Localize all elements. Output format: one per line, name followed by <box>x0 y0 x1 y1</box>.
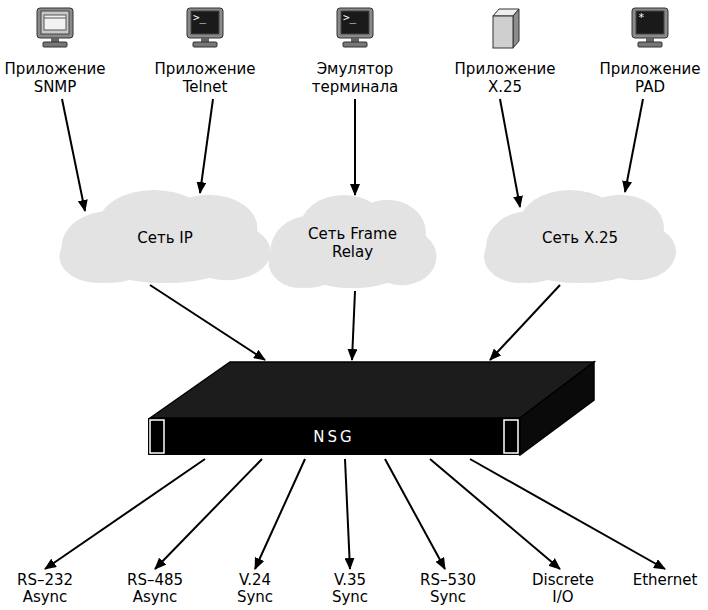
monitor-screen <box>41 11 69 34</box>
monitor-neck <box>351 38 359 42</box>
monitor-neck <box>201 38 209 42</box>
node-text: RS–530 Sync <box>414 572 482 606</box>
monitor-body <box>337 8 373 38</box>
node-text: Сеть Frame Relay <box>298 225 408 261</box>
computer-icon <box>33 6 77 50</box>
monitor-neck <box>646 38 654 42</box>
node-text: Ethernet <box>631 572 699 589</box>
arrow-connector <box>354 99 356 195</box>
node-text: V.24 Sync <box>221 572 289 606</box>
arrow-connector <box>490 285 560 360</box>
icon-holder <box>483 6 527 50</box>
node-text: Эмулятор терминала <box>297 60 413 96</box>
node-text: Приложение SNMP <box>0 60 113 96</box>
monitor-body <box>37 8 73 38</box>
arrow-connector <box>155 459 262 569</box>
cloud-lobe <box>59 230 138 283</box>
monitor-screen <box>636 11 664 34</box>
device-outline <box>148 360 596 456</box>
network-cloud: Сеть Frame Relay <box>265 195 440 290</box>
application: Приложение X.25 <box>447 6 563 96</box>
application: >_ Приложение Telnet <box>147 6 263 96</box>
interface-label: RS–530 Sync <box>414 572 482 606</box>
network-cloud: Сеть X.25 <box>480 190 680 285</box>
interface-label: RS–232 Async <box>11 572 79 606</box>
device-icon <box>483 6 527 50</box>
nsg-device: NSG <box>148 360 596 456</box>
application: >_ Эмулятор терминала <box>297 6 413 96</box>
node-text: NSG <box>313 428 354 446</box>
arrow-connector <box>470 459 665 569</box>
arrow-connector <box>345 459 350 569</box>
monitor-base <box>638 42 662 47</box>
monitor-body <box>187 8 223 38</box>
application: Приложение SNMP <box>0 6 113 96</box>
icon-holder: >_ <box>183 6 227 50</box>
device-ear <box>504 420 518 453</box>
interface-label: V.35 Sync <box>316 572 384 606</box>
monitor-neck <box>51 38 59 42</box>
network-cloud: Сеть IP <box>55 190 275 285</box>
arrow-connector <box>352 291 355 360</box>
arrow-connector <box>500 99 520 207</box>
device-top <box>150 362 594 418</box>
arrow-connector <box>150 285 265 360</box>
node-text: Сеть IP <box>137 229 193 247</box>
node-text: Приложение PAD <box>592 60 708 96</box>
monitor-base <box>43 42 67 47</box>
device-face: NSG <box>164 418 504 455</box>
device-side <box>513 9 519 48</box>
application: * Приложение PAD <box>592 6 708 96</box>
interface-label: Discrete I/O <box>529 572 597 606</box>
window-frame <box>44 15 66 30</box>
monitor-base <box>343 42 367 47</box>
device-front <box>493 16 513 48</box>
device-side <box>520 362 594 455</box>
arrow-connector <box>62 99 85 211</box>
cloud-lobe <box>269 235 332 288</box>
arrow-connector <box>200 99 213 193</box>
arrow-connector <box>45 459 205 569</box>
icon-holder: >_ <box>333 6 377 50</box>
icon-holder <box>33 6 77 50</box>
node-text: V.35 Sync <box>316 572 384 606</box>
arrow-connector <box>430 459 560 569</box>
node-text: Приложение X.25 <box>447 60 563 96</box>
interface-label: V.24 Sync <box>221 572 289 606</box>
device-front <box>148 418 520 455</box>
node-text: Сеть X.25 <box>542 229 618 247</box>
monitor-screen <box>191 11 219 34</box>
interface-label: Ethernet <box>631 572 699 589</box>
icon-holder: * <box>628 6 672 50</box>
monitor-screen <box>341 11 369 34</box>
computer-icon <box>628 6 672 50</box>
node-text: Discrete I/O <box>529 572 597 606</box>
monitor-base <box>193 42 217 47</box>
monitor-body <box>632 8 668 38</box>
window-bar <box>44 18 66 19</box>
arrow-connector <box>385 459 445 569</box>
node-text: Приложение Telnet <box>147 60 263 96</box>
node-text: RS–232 Async <box>11 572 79 606</box>
arrow-connector <box>255 459 305 569</box>
screen-symbol: >_ <box>343 12 356 24</box>
interface-label: RS–485 Async <box>121 572 189 606</box>
arrow-connector <box>625 99 643 192</box>
screen-symbol: >_ <box>193 12 206 24</box>
node-text: RS–485 Async <box>121 572 189 606</box>
screen-symbol: * <box>638 12 645 24</box>
device-ear <box>150 420 164 453</box>
